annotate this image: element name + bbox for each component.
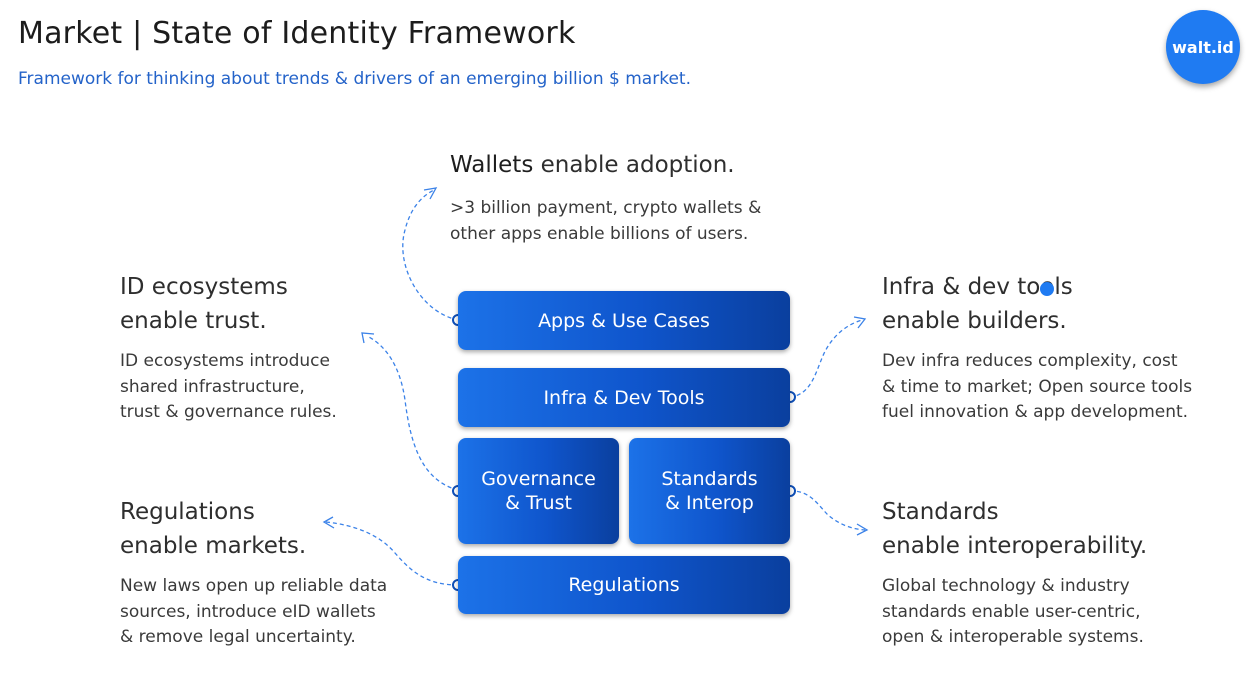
connector-regulations: [325, 521, 459, 586]
wallets-desc-line: >3 billion payment, crypto wallets &: [450, 198, 762, 218]
id-desc-line: ID ecosystems introduce: [120, 351, 330, 371]
id-ecosystems-heading: ID ecosystems enable trust.: [120, 270, 288, 338]
regulations-desc-line: sources, introduce eID wallets: [120, 601, 376, 622]
standards-heading-line: Standards: [882, 499, 999, 525]
title-framework: State of Identity Framework: [152, 16, 576, 51]
infra-heading: Infra & dev tools enable builders.: [882, 270, 1073, 338]
block-regulations: Regulations: [458, 556, 790, 614]
block-governance-trust: Governance & Trust: [458, 438, 619, 544]
infra-desc-line: Dev infra reduces complexity, cost: [882, 351, 1178, 371]
id-heading-line: ID ecosystems: [120, 274, 288, 300]
block-governance-line2: & Trust: [505, 492, 572, 514]
regulations-description: New laws open up reliable data sources, …: [120, 574, 387, 651]
cursor-indicator: [1040, 282, 1054, 296]
block-infra-dev-tools: Infra & Dev Tools: [458, 368, 790, 427]
block-infra-label: Infra & Dev Tools: [543, 386, 705, 409]
connector-infra: [789, 319, 863, 398]
id-desc-line: trust & governance rules.: [120, 402, 337, 422]
title-separator: |: [132, 16, 143, 51]
id-heading-line: enable trust.: [120, 308, 267, 334]
page-subtitle: Framework for thinking about trends & dr…: [18, 69, 691, 89]
block-regulations-label: Regulations: [568, 574, 680, 596]
block-standards-line2: & Interop: [665, 492, 754, 514]
infra-description: Dev infra reduces complexity, cost & tim…: [882, 349, 1192, 426]
regulations-desc-line: New laws open up reliable data: [120, 576, 388, 596]
connector-apps-wallets: [402, 189, 459, 321]
block-governance-line1: Governance: [481, 468, 596, 490]
regulations-heading-line: Regulations: [120, 499, 255, 525]
standards-desc-line: standards enable user-centric,: [882, 601, 1141, 622]
regulations-heading-line: enable markets.: [120, 533, 307, 559]
arrowhead-id: [361, 332, 375, 344]
standards-description: Global technology & industry standards e…: [882, 574, 1144, 651]
block-apps-use-cases: Apps & Use Cases: [458, 291, 790, 350]
infra-desc-line: fuel innovation & app development.: [882, 402, 1189, 422]
block-standards-line1: Standards: [661, 468, 758, 490]
connector-standards: [789, 490, 866, 531]
standards-heading-line: enable interoperability.: [882, 533, 1148, 559]
arrowhead-wallets: [423, 187, 438, 200]
infra-heading-line: enable builders.: [882, 308, 1067, 334]
regulations-desc-line: & remove legal uncertainty.: [120, 627, 356, 647]
regulations-heading: Regulations enable markets.: [120, 495, 306, 563]
arrowhead-infra: [853, 316, 867, 329]
block-apps-label: Apps & Use Cases: [538, 309, 710, 332]
wallets-heading: Wallets enable adoption.: [450, 148, 735, 182]
wallets-heading-rest: enable adoption.: [540, 152, 735, 178]
wallets-description: >3 billion payment, crypto wallets & oth…: [450, 196, 761, 247]
connector-governance-id: [366, 335, 459, 491]
block-standards-interop: Standards & Interop: [629, 438, 790, 544]
wallets-heading-bold: Wallets: [450, 152, 534, 178]
arrowhead-regulations: [322, 516, 335, 529]
arrowhead-standards: [856, 523, 869, 536]
wallets-desc-line: other apps enable billions of users.: [450, 223, 749, 244]
id-ecosystems-description: ID ecosystems introduce shared infrastru…: [120, 349, 337, 426]
id-desc-line: shared infrastructure,: [120, 376, 305, 397]
standards-desc-line: Global technology & industry: [882, 576, 1130, 596]
walt-id-logo: walt.id: [1166, 10, 1240, 84]
standards-desc-line: open & interoperable systems.: [882, 627, 1144, 647]
page-title: Market | State of Identity Framework: [18, 16, 576, 51]
logo-text: walt.id: [1172, 37, 1234, 57]
infra-desc-line: & time to market; Open source tools: [882, 376, 1193, 397]
title-market: Market: [18, 16, 123, 51]
standards-heading: Standards enable interoperability.: [882, 495, 1147, 563]
